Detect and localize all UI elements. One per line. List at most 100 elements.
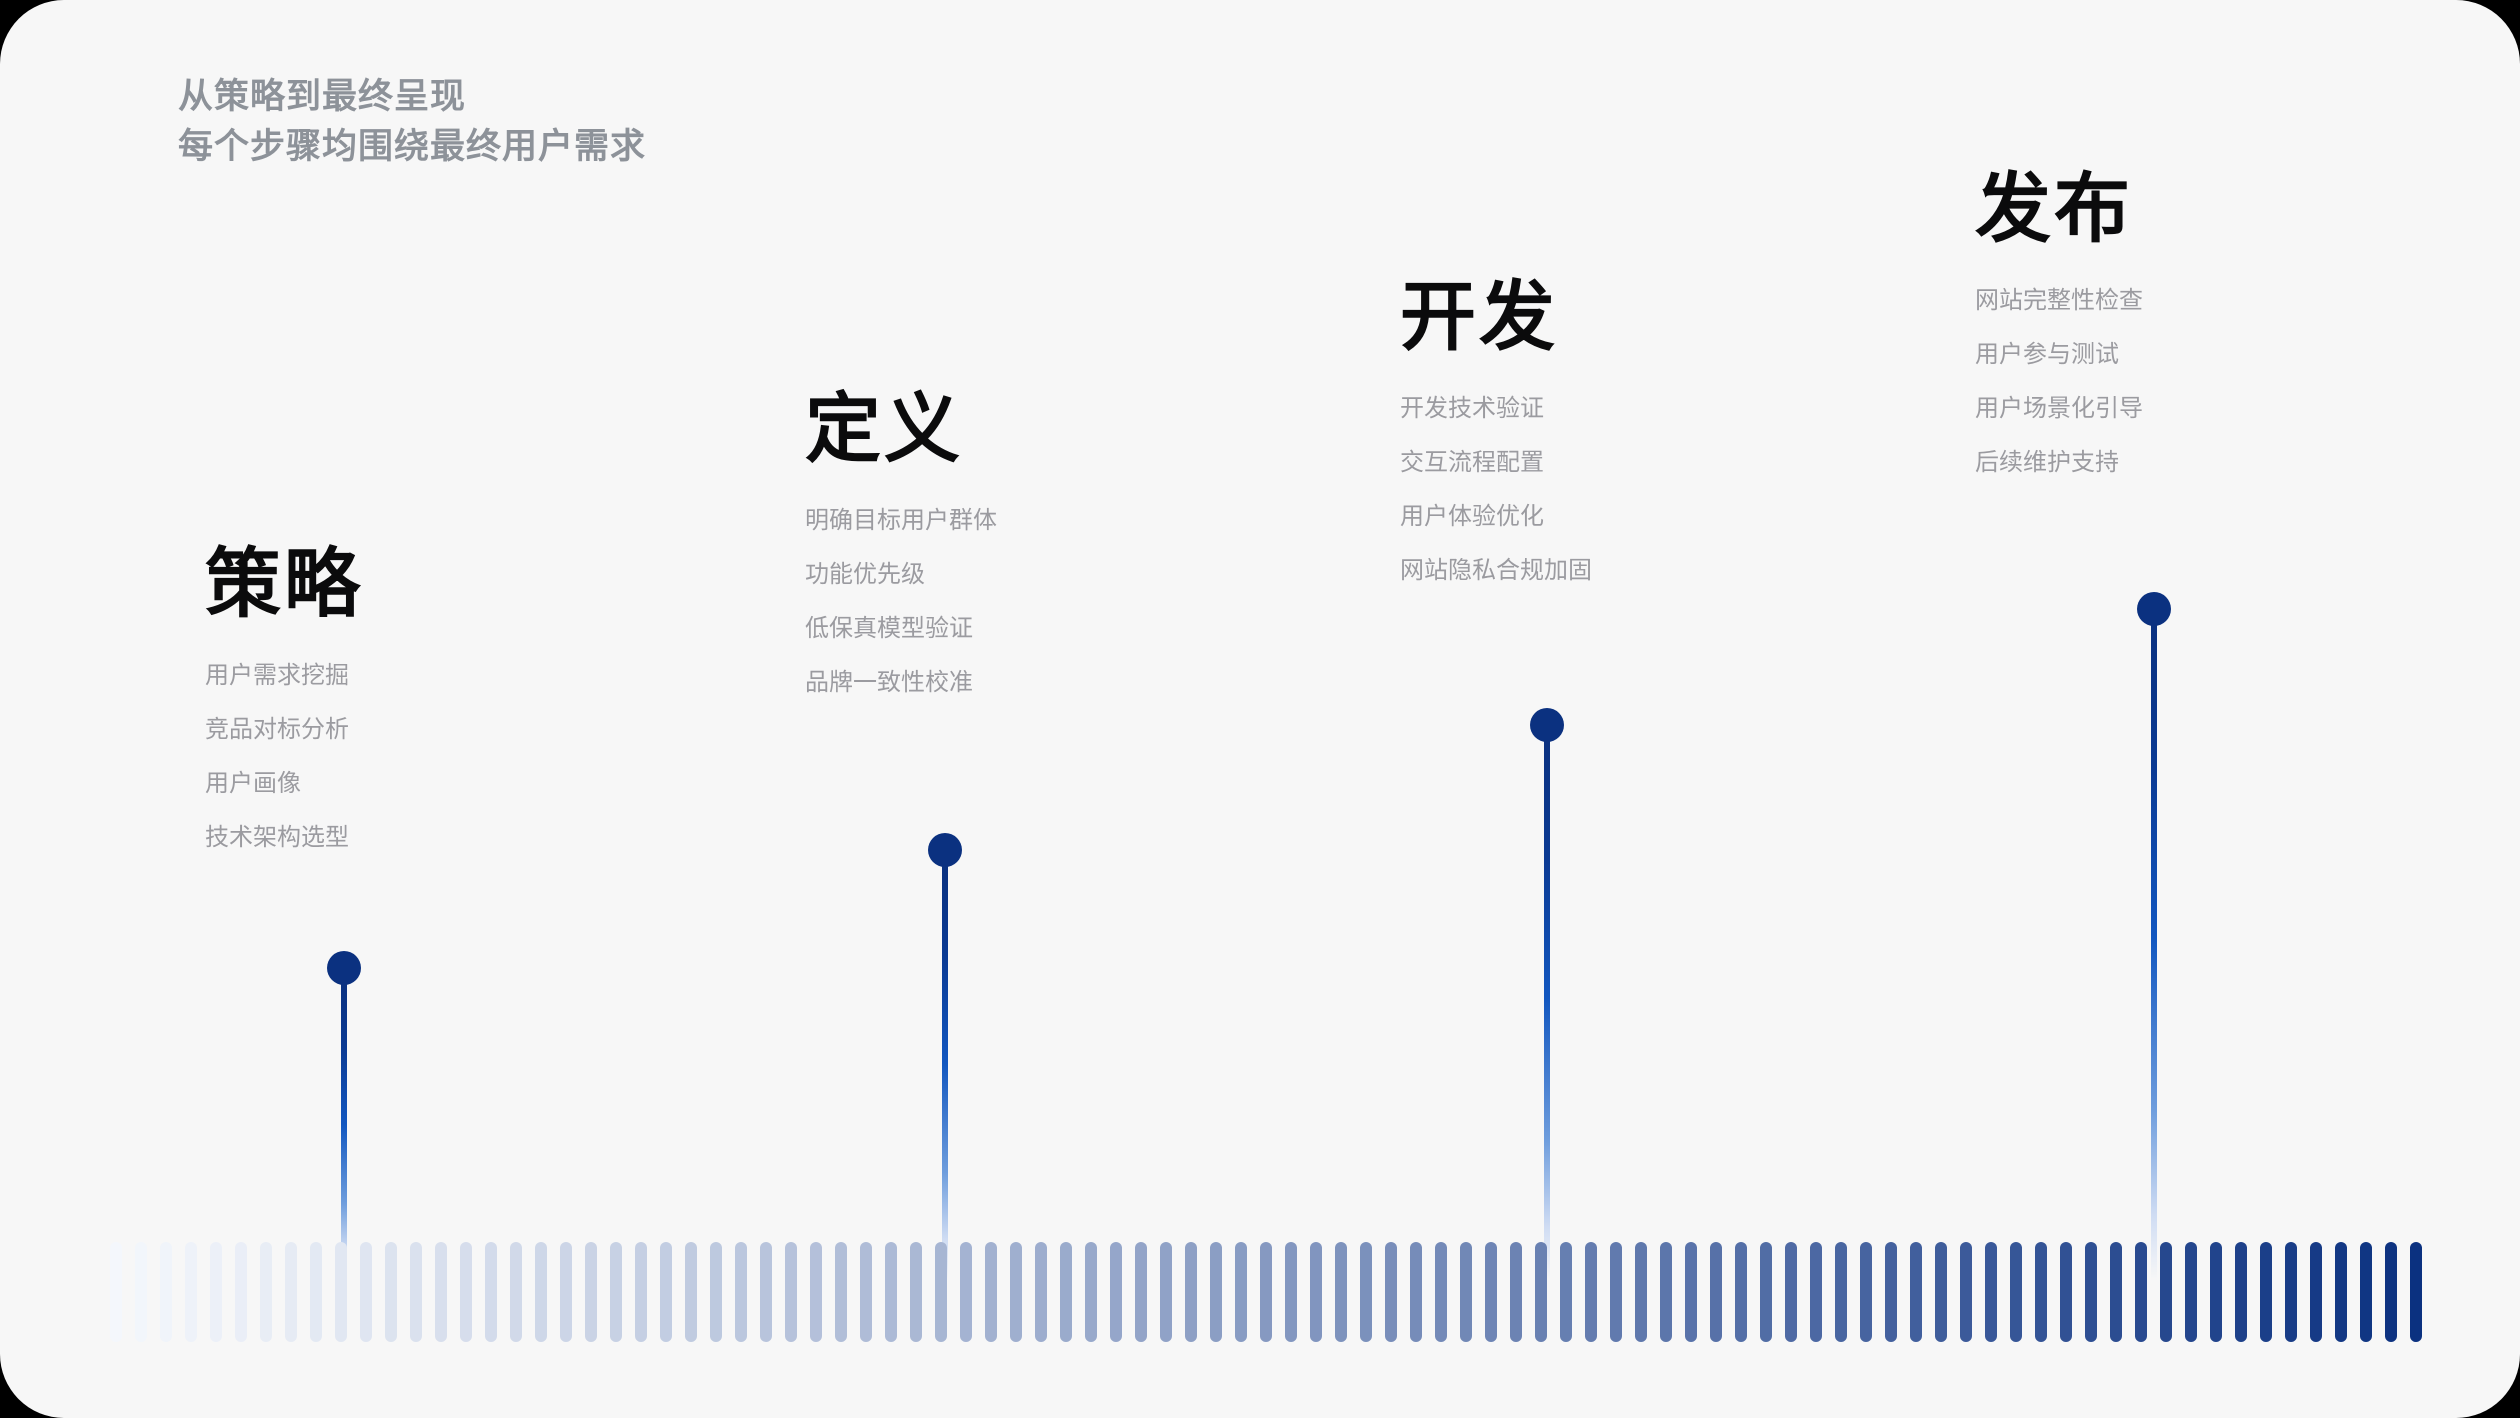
stage-item[interactable]: 用户场景化引导 xyxy=(1975,395,2143,423)
gradient-bar xyxy=(1935,1242,1947,1342)
marker-dot-icon xyxy=(1530,708,1564,742)
gradient-bar xyxy=(585,1242,597,1342)
marker-stem xyxy=(1544,738,1550,1281)
gradient-bar xyxy=(1610,1242,1622,1342)
stage-column-1[interactable]: 策略用户需求挖掘竞品对标分析用户画像技术架构选型 xyxy=(205,545,685,880)
timeline-marker-3[interactable] xyxy=(1530,708,1564,1285)
stage-title: 定义 xyxy=(805,387,963,472)
stage-title: 策略 xyxy=(205,542,363,627)
gradient-bar xyxy=(2235,1242,2247,1342)
gradient-bar xyxy=(235,1242,247,1342)
stage-item[interactable]: 用户需求挖掘 xyxy=(205,662,349,690)
gradient-bar xyxy=(1460,1242,1472,1342)
gradient-bar xyxy=(435,1242,447,1342)
gradient-bar xyxy=(160,1242,172,1342)
gradient-bar xyxy=(1735,1242,1747,1342)
gradient-bar xyxy=(760,1242,772,1342)
gradient-bar xyxy=(460,1242,472,1342)
gradient-bar xyxy=(1035,1242,1047,1342)
header-line-1: 从策略到最终呈现 xyxy=(178,77,467,116)
gradient-bar xyxy=(1885,1242,1897,1342)
marker-dot-icon xyxy=(2137,592,2171,626)
gradient-bar xyxy=(1335,1242,1347,1342)
gradient-bar xyxy=(885,1242,897,1342)
gradient-bar xyxy=(710,1242,722,1342)
gradient-bar xyxy=(1835,1242,1847,1342)
gradient-bar xyxy=(1235,1242,1247,1342)
stage-item[interactable]: 用户体验优化 xyxy=(1400,503,1544,531)
marker-stem xyxy=(2151,622,2157,1281)
stage-item[interactable]: 明确目标用户群体 xyxy=(805,507,997,535)
gradient-bar xyxy=(410,1242,422,1342)
timeline-marker-2[interactable] xyxy=(928,833,962,1285)
gradient-bar xyxy=(1585,1242,1597,1342)
gradient-bar xyxy=(2160,1242,2172,1342)
gradient-bar xyxy=(660,1242,672,1342)
gradient-bar xyxy=(1560,1242,1572,1342)
gradient-bar xyxy=(1535,1242,1547,1342)
stage-item[interactable]: 低保真模型验证 xyxy=(805,615,973,643)
gradient-bar xyxy=(835,1242,847,1342)
gradient-bar xyxy=(110,1242,122,1342)
gradient-bar xyxy=(1135,1242,1147,1342)
stage-column-4[interactable]: 发布网站完整性检查用户参与测试用户场景化引导后续维护支持 xyxy=(1975,170,2455,505)
stage-item[interactable]: 技术架构选型 xyxy=(205,824,349,852)
gradient-bar xyxy=(1960,1242,1972,1342)
gradient-bar xyxy=(2385,1242,2397,1342)
gradient-bar xyxy=(360,1242,372,1342)
gradient-bar xyxy=(2035,1242,2047,1342)
stage-item[interactable]: 用户参与测试 xyxy=(1975,341,2119,369)
stage-item[interactable]: 后续维护支持 xyxy=(1975,449,2119,477)
gradient-bar xyxy=(1385,1242,1397,1342)
gradient-bar xyxy=(560,1242,572,1342)
gradient-bar xyxy=(2210,1242,2222,1342)
stage-item-list: 用户需求挖掘竞品对标分析用户画像技术架构选型 xyxy=(205,664,685,850)
gradient-bar xyxy=(910,1242,922,1342)
stage-item-list: 明确目标用户群体功能优先级低保真模型验证品牌一致性校准 xyxy=(805,509,1285,695)
gradient-bar xyxy=(1435,1242,1447,1342)
stage-item[interactable]: 交互流程配置 xyxy=(1400,449,1544,477)
stage-item-list: 网站完整性检查用户参与测试用户场景化引导后续维护支持 xyxy=(1975,289,2455,475)
stage-column-2[interactable]: 定义明确目标用户群体功能优先级低保真模型验证品牌一致性校准 xyxy=(805,390,1285,725)
gradient-bar xyxy=(1485,1242,1497,1342)
header-line-2: 每个步骤均围绕最终用户需求 xyxy=(178,126,647,166)
stage-item[interactable]: 网站完整性检查 xyxy=(1975,287,2143,315)
gradient-bar xyxy=(260,1242,272,1342)
gradient-bar xyxy=(2010,1242,2022,1342)
gradient-bar xyxy=(2410,1242,2422,1342)
timeline-marker-4[interactable] xyxy=(2137,592,2171,1285)
gradient-bar xyxy=(1360,1242,1372,1342)
marker-dot-icon xyxy=(928,833,962,867)
stage-item[interactable]: 竞品对标分析 xyxy=(205,716,349,744)
gradient-bar xyxy=(2360,1242,2372,1342)
gradient-bar xyxy=(310,1242,322,1342)
gradient-bar xyxy=(2135,1242,2147,1342)
gradient-bar xyxy=(2310,1242,2322,1342)
gradient-bar xyxy=(1985,1242,1997,1342)
timeline-marker-1[interactable] xyxy=(327,951,361,1285)
stage-item[interactable]: 网站隐私合规加固 xyxy=(1400,557,1592,585)
stage-item[interactable]: 开发技术验证 xyxy=(1400,395,1544,423)
gradient-bar xyxy=(1710,1242,1722,1342)
gradient-bar xyxy=(1860,1242,1872,1342)
stage-item[interactable]: 用户画像 xyxy=(205,770,301,798)
gradient-bar xyxy=(1685,1242,1697,1342)
gradient-bar xyxy=(935,1242,947,1342)
gradient-bar xyxy=(2060,1242,2072,1342)
stage-item[interactable]: 功能优先级 xyxy=(805,561,925,589)
stage-item[interactable]: 品牌一致性校准 xyxy=(805,669,973,697)
gradient-bar xyxy=(1260,1242,1272,1342)
gradient-bar xyxy=(185,1242,197,1342)
gradient-bar xyxy=(1060,1242,1072,1342)
gradient-bar xyxy=(1085,1242,1097,1342)
gradient-bar xyxy=(2260,1242,2272,1342)
marker-stem xyxy=(942,863,948,1281)
gradient-bar xyxy=(1510,1242,1522,1342)
gradient-bar xyxy=(1160,1242,1172,1342)
gradient-bar xyxy=(860,1242,872,1342)
stage-column-3[interactable]: 开发开发技术验证交互流程配置用户体验优化网站隐私合规加固 xyxy=(1400,278,1880,613)
gradient-bar xyxy=(1310,1242,1322,1342)
gradient-bar-row xyxy=(110,1242,2422,1342)
